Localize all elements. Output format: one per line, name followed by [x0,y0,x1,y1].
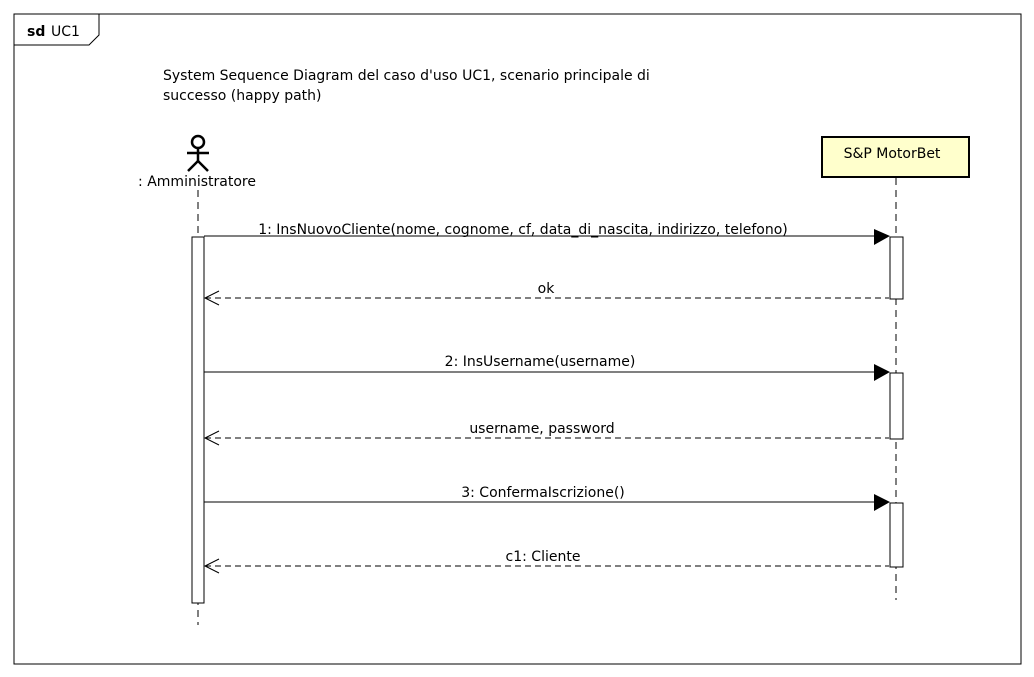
open-arrowhead-icon [203,558,220,574]
message-label: 2: InsUsername(username) [445,354,636,370]
sync-arrowhead-icon [874,229,890,245]
actor-icon [187,134,209,172]
system-activation-bar [889,236,904,300]
message-1: 1: InsNuovoCliente(nome, cognome, cf, da… [204,222,890,245]
sd-frame-keyword: sd [27,24,45,40]
sd-frame-tab [14,14,100,46]
message-label: 3: ConfermaIscrizione() [461,485,625,501]
system-activation-bar [889,372,904,440]
message-5: 3: ConfermaIscrizione() [204,485,890,511]
message-label: 1: InsNuovoCliente(nome, cognome, cf, da… [258,222,788,238]
message-3: 2: InsUsername(username) [204,354,890,381]
message-2: ok [203,281,889,306]
sd-frame [13,13,1022,665]
system-activation-bar [889,502,904,568]
diagram-note-line-2: successo (happy path) [163,88,322,104]
sync-arrowhead-icon [874,364,890,381]
diagram-note-line-1: System Sequence Diagram del caso d'uso U… [163,68,650,84]
system-participant-label: S&P MotorBet [844,146,941,162]
actor-activation-bar [191,236,205,604]
system-participant-box [821,136,970,178]
open-arrowhead-icon [203,290,220,306]
sync-arrowhead-icon [874,494,890,511]
open-arrowhead-icon [203,430,220,446]
message-4: username, password [203,421,889,446]
actor-label: : Amministratore [138,174,256,190]
message-label: c1: Cliente [506,549,581,565]
message-6: c1: Cliente [203,549,889,574]
message-label: ok [538,281,556,297]
message-label: username, password [469,421,614,437]
sd-frame-name: UC1 [51,24,80,40]
